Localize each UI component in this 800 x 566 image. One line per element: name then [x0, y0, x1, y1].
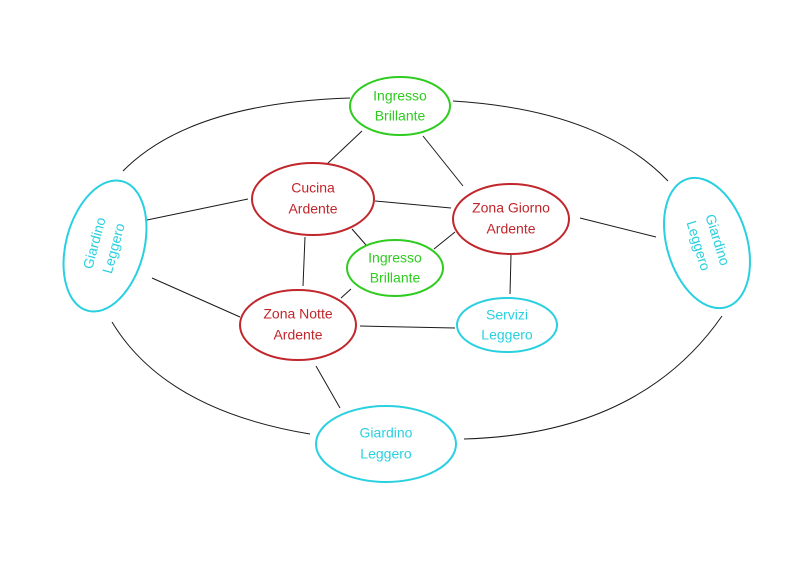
edge-giardino-right-giardino-bottom: [463, 315, 723, 440]
node-ingresso-top-label-line-1: Ingresso: [373, 88, 427, 104]
node-cucina: Cucina Ardente: [251, 162, 375, 236]
node-zona-giorno-shape: [452, 183, 570, 255]
node-zona-giorno-label-line-1: Zona Giorno: [472, 200, 550, 216]
node-giardino-left: Giardino Leggero: [62, 179, 148, 313]
node-ingresso-center: Ingresso Brillante: [346, 239, 444, 297]
edge-cucina-giardino-left: [146, 198, 249, 221]
edge-cucina-zona-giorno: [374, 200, 452, 209]
node-zona-notte-label-line-2: Ardente: [273, 327, 322, 343]
node-zona-giorno-label-line-2: Ardente: [486, 221, 535, 237]
edges-layer: [111, 97, 723, 440]
edge-giardino-left-giardino-bottom: [111, 321, 311, 435]
node-servizi-shape: [456, 297, 558, 353]
node-ingresso-top: Ingresso Brillante: [349, 76, 451, 136]
node-giardino-bottom-label-line-1: Giardino: [360, 425, 413, 441]
node-cucina-label-line-1: Cucina: [291, 180, 335, 196]
node-cucina-shape: [251, 162, 375, 236]
node-zona-notte-label-line-1: Zona Notte: [263, 306, 332, 322]
node-ingresso-top-shape: [349, 76, 451, 136]
node-ingresso-center-label-line-1: Ingresso: [368, 250, 422, 266]
node-zona-giorno: Zona Giorno Ardente: [452, 183, 570, 255]
node-giardino-left-shape: [62, 179, 148, 313]
node-ingresso-center-label-line-2: Brillante: [370, 270, 421, 286]
node-servizi-label-line-2: Leggero: [481, 327, 533, 343]
edge-ingresso-top-giardino-right: [452, 100, 669, 182]
node-servizi-label-line-1: Servizi: [486, 307, 528, 323]
edge-ingresso-top-cucina: [326, 130, 363, 165]
node-giardino-right: Giardino Leggero: [663, 176, 751, 310]
node-ingresso-top-label-line-2: Brillante: [375, 108, 426, 124]
node-zona-notte-shape: [239, 289, 357, 361]
edge-zona-giorno-servizi: [509, 254, 512, 295]
edge-zona-notte-giardino-left: [151, 277, 241, 318]
node-giardino-bottom-shape: [315, 405, 457, 483]
node-cucina-label-line-2: Ardente: [288, 201, 337, 217]
edge-zona-giorno-giardino-right: [579, 217, 657, 238]
node-ingresso-center-shape: [346, 239, 444, 297]
edge-zona-notte-servizi: [359, 325, 456, 329]
edge-ingresso-center-zona-notte: [340, 288, 352, 299]
node-servizi: Servizi Leggero: [456, 297, 558, 353]
edge-zona-notte-giardino-bottom: [315, 365, 341, 409]
edge-cucina-ingresso-center: [351, 228, 367, 246]
edge-ingresso-top-zona-giorno: [422, 135, 464, 187]
node-giardino-bottom-label-line-2: Leggero: [360, 446, 412, 462]
node-zona-notte: Zona Notte Ardente: [239, 289, 357, 361]
edge-cucina-zona-notte: [302, 236, 306, 287]
nodes-layer: Ingresso Brillante Cucina Ardente Zona G…: [62, 76, 751, 483]
edge-zona-giorno-ingresso-center: [433, 231, 456, 250]
node-giardino-right-shape: [663, 176, 751, 310]
edge-ingresso-top-giardino-left: [122, 97, 351, 172]
node-giardino-bottom: Giardino Leggero: [315, 405, 457, 483]
